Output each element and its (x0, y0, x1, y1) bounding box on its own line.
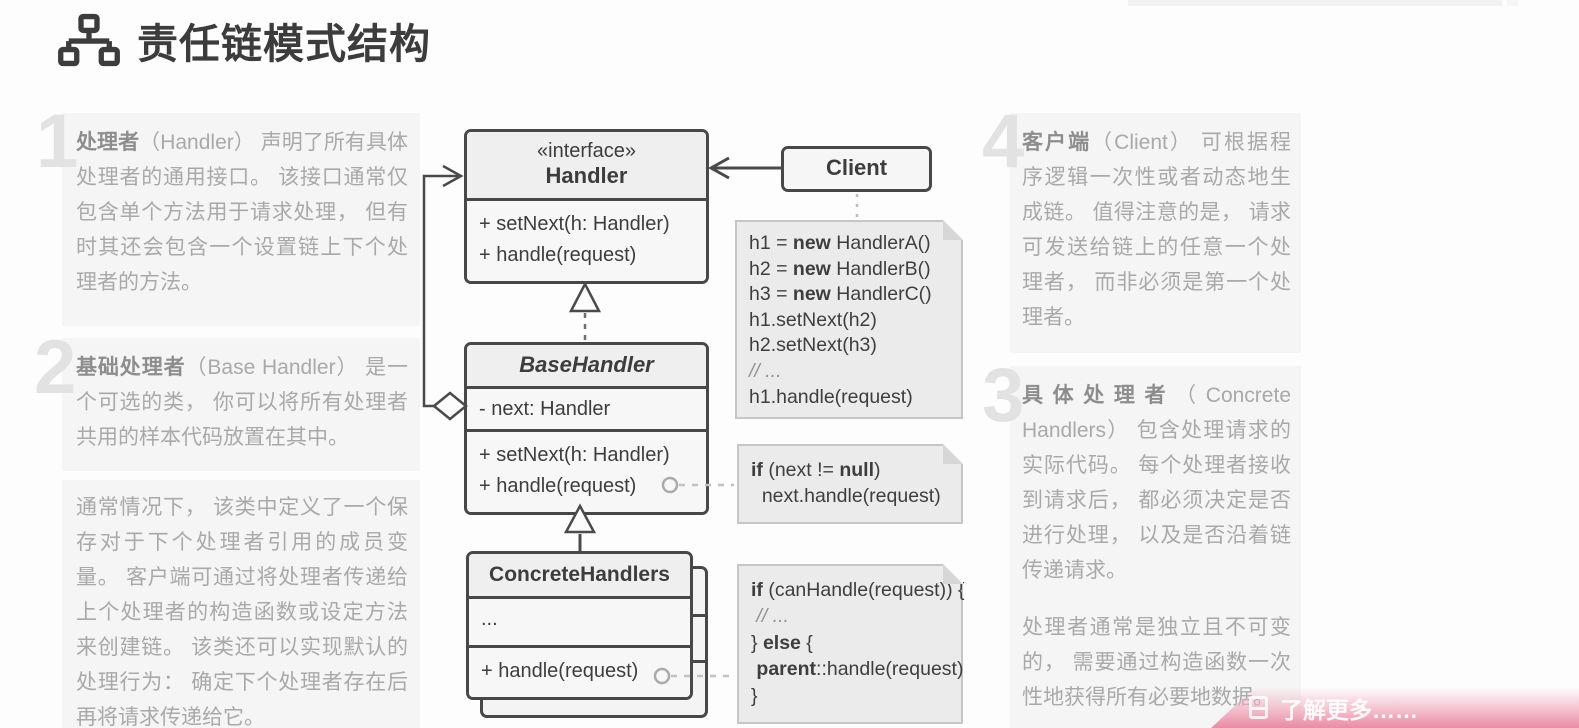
annotation-text: （Client） 可根据程序逻辑一次性或者动态地生成链。 值得注意的是， 请求可… (1022, 131, 1291, 329)
uml-class-concrete-handlers: ConcreteHandlers ... + handle(request) (466, 551, 693, 700)
page-header: 责任链模式结构 (57, 10, 431, 70)
uml-interface-handler: «interface» Handler + setNext(h: Handler… (464, 129, 709, 284)
step-number-3: 3 (982, 353, 1025, 438)
learn-more-banner[interactable]: 了解更多…… (1211, 687, 1579, 728)
fields-compartment: - next: Handler (467, 386, 706, 429)
step-number-1: 1 (36, 99, 79, 184)
step-number-2: 2 (34, 325, 77, 410)
method: + setNext(h: Handler) (479, 213, 670, 235)
fields-compartment: ... (469, 596, 690, 645)
class-name: Handler (545, 163, 628, 188)
annotation-text: 通常情况下， 该类中定义了一个保存对于下个处理者引用的成员变量。 客户端可通过将… (76, 496, 408, 728)
realization-arrow (568, 281, 602, 341)
annotation-block-concrete-handlers: 具体处理者（Concrete Handlers） 包含处理请求的实际代码。 每个… (1010, 366, 1301, 604)
uml-class-base-handler: BaseHandler - next: Handler + setNext(h:… (464, 342, 709, 515)
concrete-handler-code-note: if (canHandle(request)) { // ...} else {… (737, 564, 965, 724)
annotation-text: （Base Handler） 是一个可选的类， 你可以将所有处理者共用的样本代码… (76, 356, 409, 449)
base-handler-code-note: if (next != null) next.handle(request) (737, 444, 963, 524)
methods-compartment: + setNext(h: Handler) + handle(request) (467, 198, 706, 281)
class-title: Client (784, 149, 929, 187)
method: + handle(request) (479, 244, 637, 266)
annotation-block-client: 客户端（Client） 可根据程序逻辑一次性或者动态地生成链。 值得注意的是， … (1010, 113, 1301, 353)
annotation-block-handler: 处理者（Handler） 声明了所有具体处理者的通用接口。 该接口通常仅包含单个… (62, 113, 420, 326)
stereotype-label: «interface» (537, 140, 636, 162)
aggregation-link (422, 164, 468, 421)
method: + handle(request) (479, 475, 637, 497)
annotation-text: （Concrete Handlers） 包含处理请求的实际代码。 每个处理者接收… (1022, 384, 1291, 582)
step-number-4: 4 (982, 99, 1025, 184)
learn-more-label: 了解更多…… (1280, 696, 1418, 723)
methods-compartment: + handle(request) (469, 645, 690, 697)
annotation-block-base-handler: 基础处理者（Base Handler） 是一个可选的类， 你可以将所有处理者共用… (62, 338, 420, 471)
book-icon (1249, 696, 1268, 719)
class-name: Client (825, 155, 888, 180)
method: + setNext(h: Handler) (479, 444, 670, 466)
annotation-block-base-handler-2: 通常情况下， 该类中定义了一个保存对于下个处理者引用的成员变量。 客户端可通过将… (62, 480, 420, 728)
annotation-block-concrete-handlers-2: 处理者通常是独立且不可变的， 需要通过构造函数一次性地获得所有必要地数据。 (1010, 598, 1301, 728)
term-concrete-handlers: 具体处理者 (1022, 384, 1176, 407)
methods-compartment: + setNext(h: Handler) + handle(request) (467, 429, 706, 512)
top-progress-bar (1128, 0, 1502, 6)
client-to-handler-arrow (707, 156, 781, 180)
uml-class-client: Client (781, 146, 932, 192)
class-name: BaseHandler (519, 352, 654, 377)
annotation-text: 处理者通常是独立且不可变的， 需要通过构造函数一次性地获得所有必要地数据。 (1022, 616, 1291, 709)
class-title: BaseHandler (467, 345, 706, 386)
annotation-text: （Handler） 声明了所有具体处理者的通用接口。 该接口通常仅包含单个方法用… (76, 131, 409, 294)
class-title: ConcreteHandlers (469, 554, 690, 596)
term-client: 客户端 (1022, 131, 1092, 154)
client-code-note: h1 = new HandlerA()h2 = new HandlerB()h3… (735, 220, 963, 419)
class-title: «interface» Handler (467, 132, 706, 198)
term-base-handler: 基础处理者 (76, 356, 186, 379)
sitemap-icon (58, 13, 120, 67)
term-handler: 处理者 (76, 131, 140, 154)
method: + handle(request) (481, 660, 639, 682)
top-progress-bar-segment (1507, 0, 1518, 6)
page-title: 责任链模式结构 (137, 21, 431, 67)
class-name: ConcreteHandlers (489, 563, 670, 586)
